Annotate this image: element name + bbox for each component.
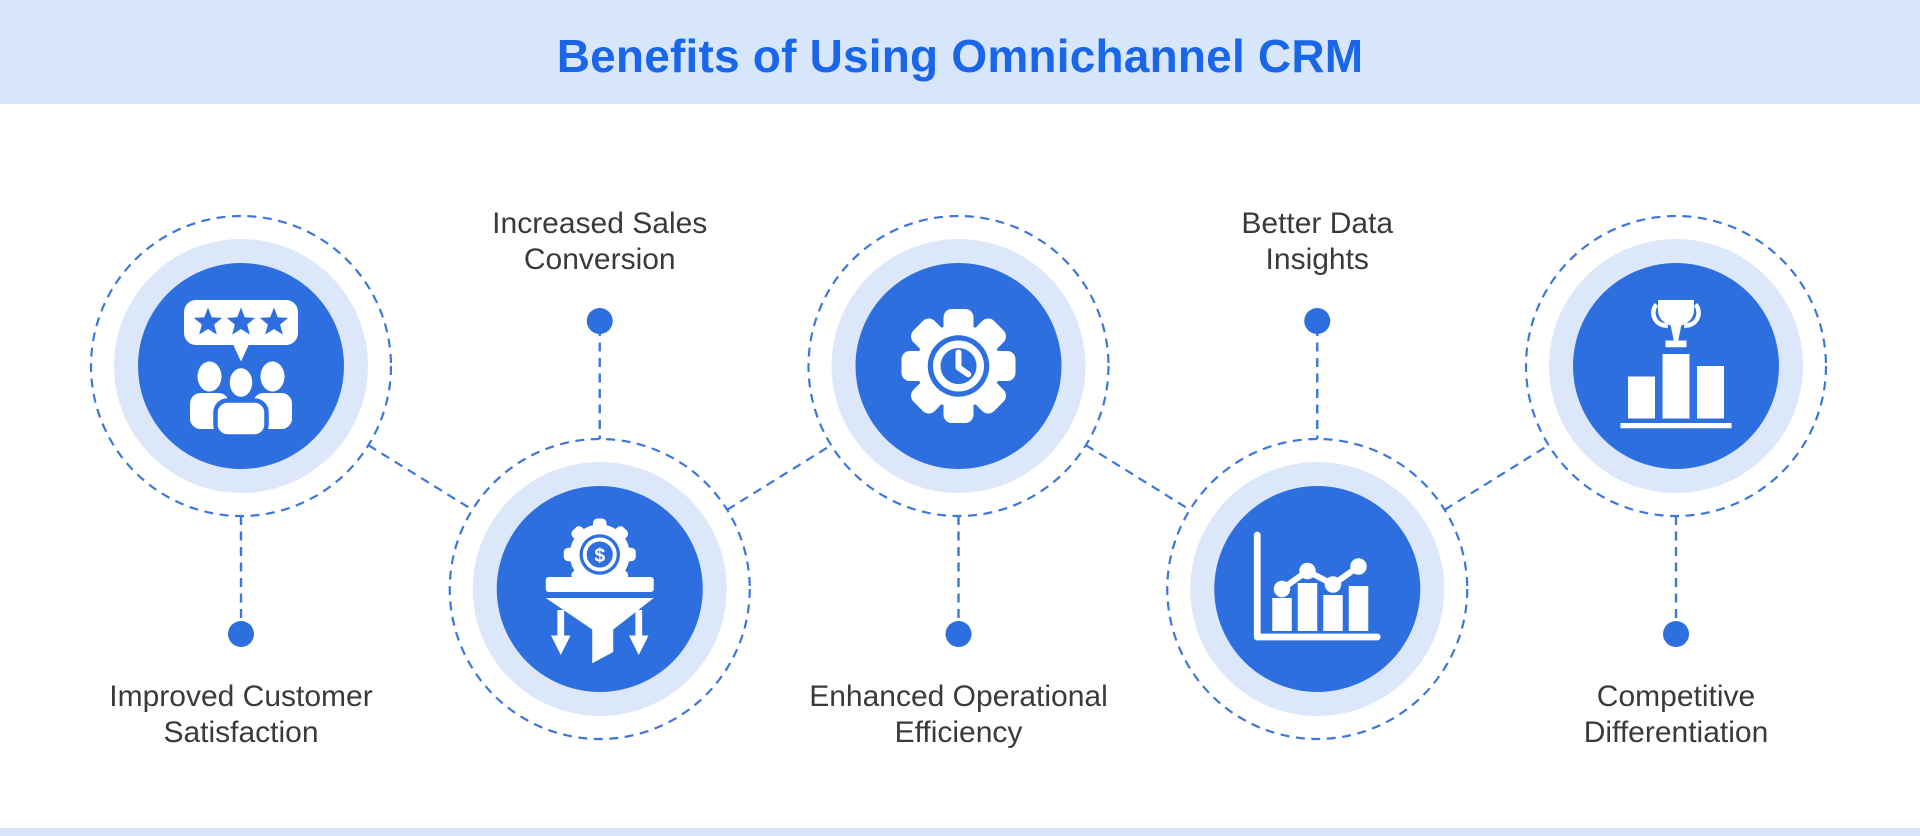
sales-funnel-icon: $ xyxy=(545,518,654,664)
footer-band xyxy=(0,828,1920,836)
page-title: Benefits of Using Omnichannel CRM xyxy=(556,30,1364,82)
dashed-ring xyxy=(89,214,393,518)
node-improved-customer-satisfaction xyxy=(89,214,393,647)
connector-line xyxy=(726,444,832,511)
connector-dot xyxy=(945,621,972,647)
node-better-data-insights xyxy=(1166,308,1469,741)
trophy-podium-icon xyxy=(1620,300,1732,429)
connector-line xyxy=(1085,444,1191,511)
customer-group-rating-icon xyxy=(184,300,298,439)
header-band: Benefits of Using Omnichannel CRM xyxy=(0,0,1920,104)
dashed-ring xyxy=(807,214,1110,518)
gear-clock-icon xyxy=(901,309,1016,423)
connector-dot xyxy=(1663,621,1689,647)
connector-dot xyxy=(586,308,613,334)
node-competitive-differentiation xyxy=(1524,214,1828,647)
node-enhanced-operational-efficiency xyxy=(807,214,1110,647)
dashed-ring xyxy=(1524,214,1828,518)
connector-dot xyxy=(228,621,254,647)
dashed-ring xyxy=(1166,437,1469,741)
connector-line xyxy=(1444,444,1550,511)
svg-text:$: $ xyxy=(594,545,605,567)
connector-dot xyxy=(1304,308,1331,334)
node-increased-sales-conversion: $ xyxy=(448,308,751,741)
dashed-ring xyxy=(448,437,751,741)
connector-line xyxy=(367,444,473,511)
bar-line-chart-icon xyxy=(1253,531,1381,641)
